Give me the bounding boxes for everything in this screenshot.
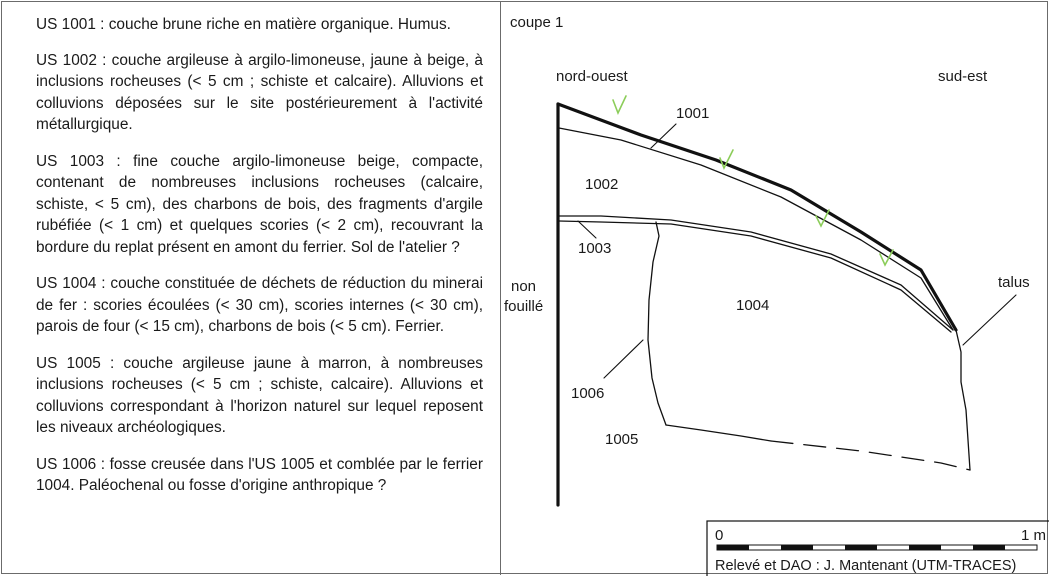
interface-1001-1002 [558, 127, 954, 331]
unit-label-1002: 1002 [585, 176, 619, 193]
scale-bar [716, 544, 1038, 551]
unit-descriptions: US 1001 : couche brune riche en matière … [36, 14, 483, 512]
ground-surface-line [556, 102, 958, 332]
orientation-southeast: sud-est [938, 68, 988, 85]
scale-bar-segment-3 [845, 545, 877, 550]
orientation-northwest: nord-ouest [556, 68, 628, 85]
unit-label-1001: 1001 [676, 105, 710, 122]
description-us-1002: US 1002 : couche argileuse à argilo-limo… [36, 51, 483, 134]
unit-label-1005: 1005 [605, 431, 639, 448]
non-excavated-label-line1: non [511, 278, 537, 295]
leader-1001 [650, 123, 677, 149]
base-1004-dashed [770, 440, 971, 471]
scale-end-label: 1 m [1021, 527, 1047, 544]
vegetation-mark-3 [815, 209, 830, 228]
leader-1006 [603, 339, 644, 379]
talus-label: talus [998, 274, 1030, 291]
credit-text: Relevé et DAO : J. Mantenant (UTM-TRACES… [715, 558, 1017, 574]
unit-label-1003: 1003 [578, 240, 612, 257]
non-excavated-label-line2: fouillé [504, 298, 544, 315]
column-divider [500, 1, 501, 575]
vegetation-mark-2 [719, 149, 734, 170]
description-us-1006: US 1006 : fosse creusée dans l'US 1005 e… [36, 455, 483, 495]
description-us-1001: US 1001 : couche brune riche en matière … [36, 16, 451, 33]
description-us-1003: US 1003 : fine couche argilo-limoneuse b… [36, 152, 483, 256]
stratigraphic-section: coupe 1 nord-ouest sud-est 1001 1002 100… [501, 0, 1049, 576]
section-drawing [556, 95, 1049, 576]
description-us-1004: US 1004 : couche constituée de déchets d… [36, 275, 483, 335]
leader-1003 [577, 220, 597, 239]
vegetation-mark-4 [879, 249, 894, 267]
scale-bar-segment-4 [909, 545, 941, 550]
interface-1002-1003 [558, 215, 954, 331]
leader-talus [962, 294, 1017, 346]
base-1004-solid [665, 424, 772, 442]
unit-label-1004: 1004 [736, 297, 770, 314]
credit-box [706, 520, 1049, 576]
talus-line [955, 329, 971, 471]
pit-1006-outline [647, 221, 667, 426]
scale-bar-segment-1 [717, 545, 749, 550]
unit-label-1006: 1006 [571, 385, 605, 402]
scale-start-label: 0 [715, 527, 724, 544]
scale-bar-segment-5 [973, 545, 1005, 550]
vegetation-mark-1 [612, 95, 627, 116]
section-title: coupe 1 [510, 14, 564, 31]
description-us-1005: US 1005 : couche argileuse jaune à marro… [36, 354, 483, 437]
scale-bar-segment-2 [781, 545, 813, 550]
interface-1003-1004 [558, 220, 952, 333]
